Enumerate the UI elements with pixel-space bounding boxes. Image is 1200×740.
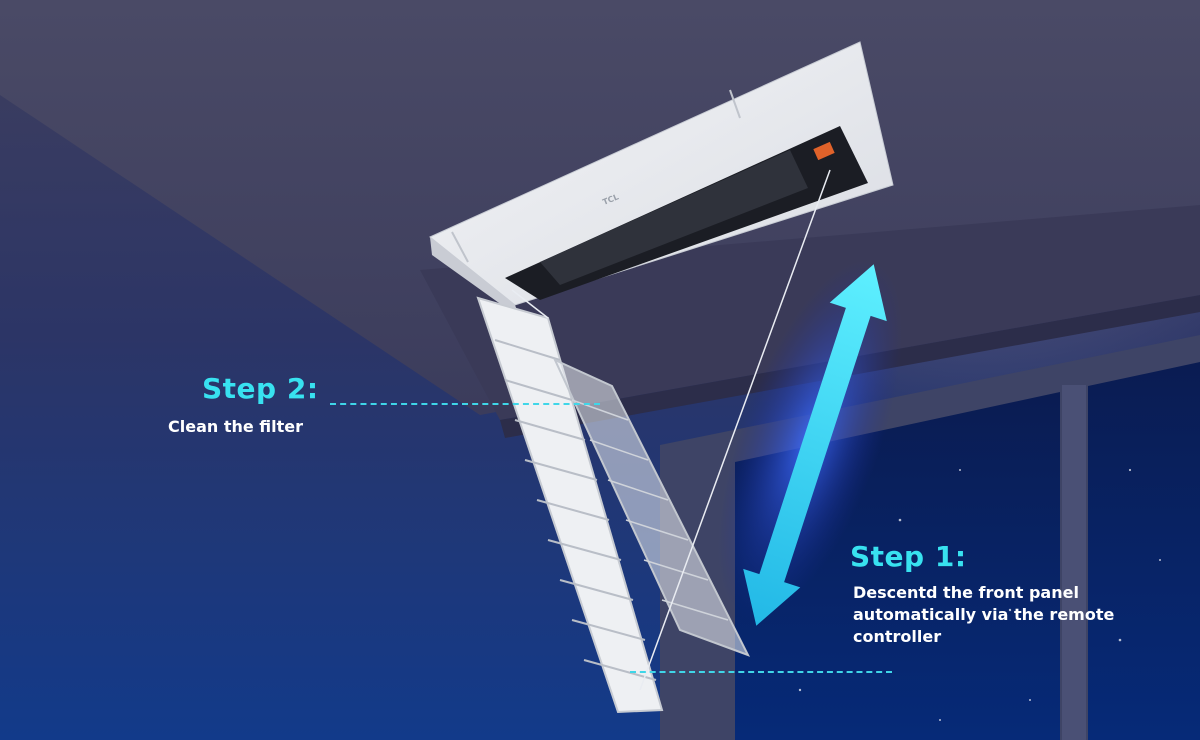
step1-leader-line [630,671,892,673]
window-mullion [1062,385,1086,740]
double-headed-arrow-icon [743,264,887,626]
ac-unit-groove-right [729,89,741,119]
step1-title: Step 1: [850,540,967,573]
front-panel-grille [494,339,657,681]
hinge-wire [511,289,549,319]
ac-unit-groove-left [451,231,469,263]
filter-panel [552,357,751,657]
ac-unit-motor [813,141,835,161]
front-panel [476,296,664,714]
step1-description: Descentd the front panel automatically v… [853,583,1115,646]
step2-description: Clean the filter [168,417,304,436]
step2-leader-line [330,403,600,405]
window-pane-right [1088,362,1200,740]
ac-unit-side [430,237,520,318]
suspension-wire [639,169,831,691]
stars [798,468,1161,721]
ac-unit-fan [540,150,808,285]
step2-title: Step 2: [202,372,319,405]
